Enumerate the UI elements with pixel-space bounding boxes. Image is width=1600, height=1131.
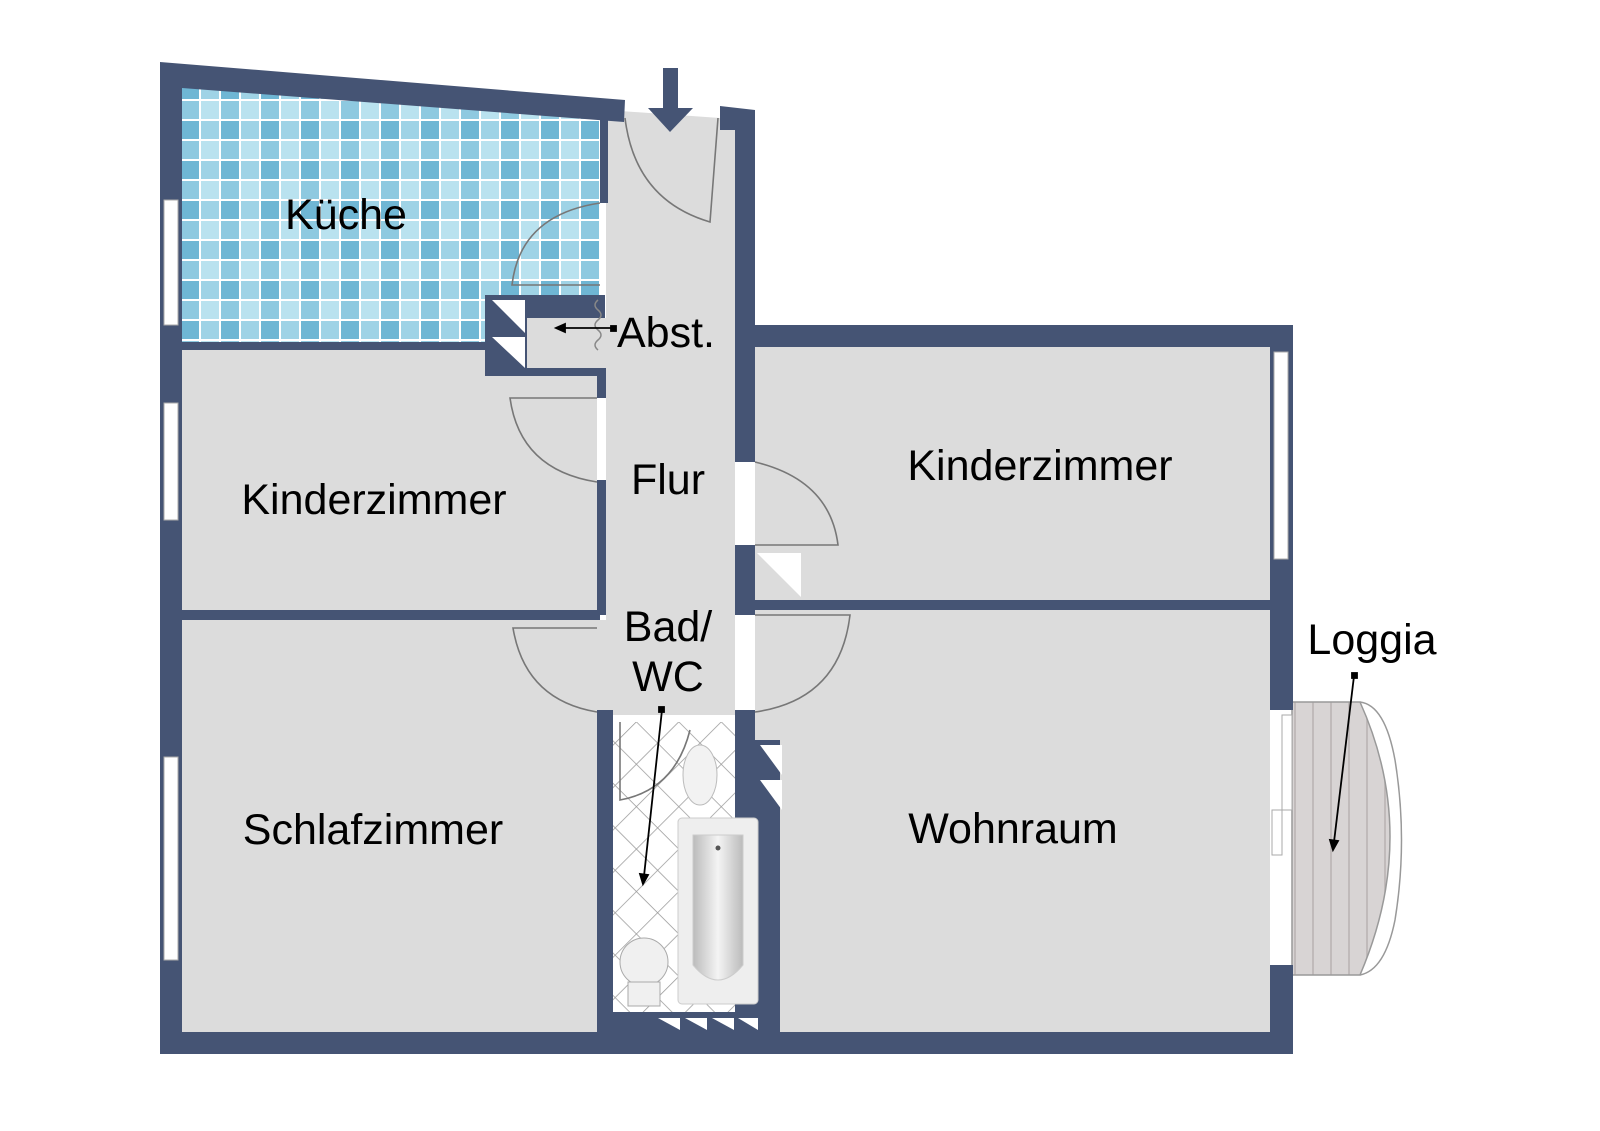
label-bad: Bad/ (624, 603, 713, 651)
bathroom-door (619, 722, 691, 801)
wohnraum-floor (755, 610, 1270, 1032)
kinderzimmer-right-floor (755, 347, 1270, 600)
entrance-door (624, 117, 719, 224)
curtain-icon (594, 299, 602, 351)
window (163, 402, 179, 521)
shaft-icon (685, 1018, 707, 1030)
doors (509, 117, 851, 801)
shaft-icon (712, 1018, 734, 1030)
kitchen-floor (182, 85, 600, 342)
schlafzimmer-floor (182, 620, 607, 1032)
sink-icon (682, 744, 718, 806)
shaft-icon (492, 337, 525, 368)
room-labels: Küche Abst. Flur Kinderzimmer Kinderzimm… (241, 191, 1436, 854)
shaft-icon (757, 553, 801, 597)
loggia-door (1281, 714, 1293, 811)
kinderzimmer-right-door (754, 461, 839, 546)
kinderzimmer-left-door (509, 397, 598, 483)
window (1273, 351, 1289, 560)
floors (182, 85, 1403, 1032)
shaft-icon (658, 1018, 680, 1030)
entrance-arrow-icon (648, 68, 693, 132)
loggia-floor (1291, 701, 1391, 976)
flur-floor (606, 110, 735, 715)
abstellraum-floor (527, 318, 607, 368)
label-wohnraum: Wohnraum (908, 805, 1118, 853)
label-flur: Flur (631, 456, 705, 504)
label-schlafzimmer: Schlafzimmer (243, 806, 503, 854)
shaft-icon (492, 300, 525, 333)
window (163, 756, 179, 961)
toilet-icon (619, 937, 669, 987)
label-kinderzimmer-left: Kinderzimmer (241, 476, 506, 524)
label-wc: WC (632, 653, 704, 701)
leader-arrows (553, 322, 1358, 887)
shaft-icon (760, 745, 782, 775)
label-abstellraum: Abst. (617, 309, 715, 357)
windows (163, 199, 1293, 961)
loggia-railing (1359, 701, 1403, 976)
fixtures (619, 744, 759, 1007)
shafts (492, 300, 801, 1030)
label-kinderzimmer-right: Kinderzimmer (907, 442, 1172, 490)
shaft-icon (760, 780, 782, 810)
window (163, 199, 179, 326)
window (1271, 809, 1283, 856)
schlafzimmer-door (512, 627, 598, 713)
kinderzimmer-left-floor (182, 350, 597, 610)
kitchen-door (511, 202, 601, 286)
label-kueche: Küche (285, 191, 407, 239)
label-loggia: Loggia (1307, 616, 1436, 664)
shaft-icon (738, 1018, 758, 1030)
wohnraum-door (754, 614, 851, 713)
